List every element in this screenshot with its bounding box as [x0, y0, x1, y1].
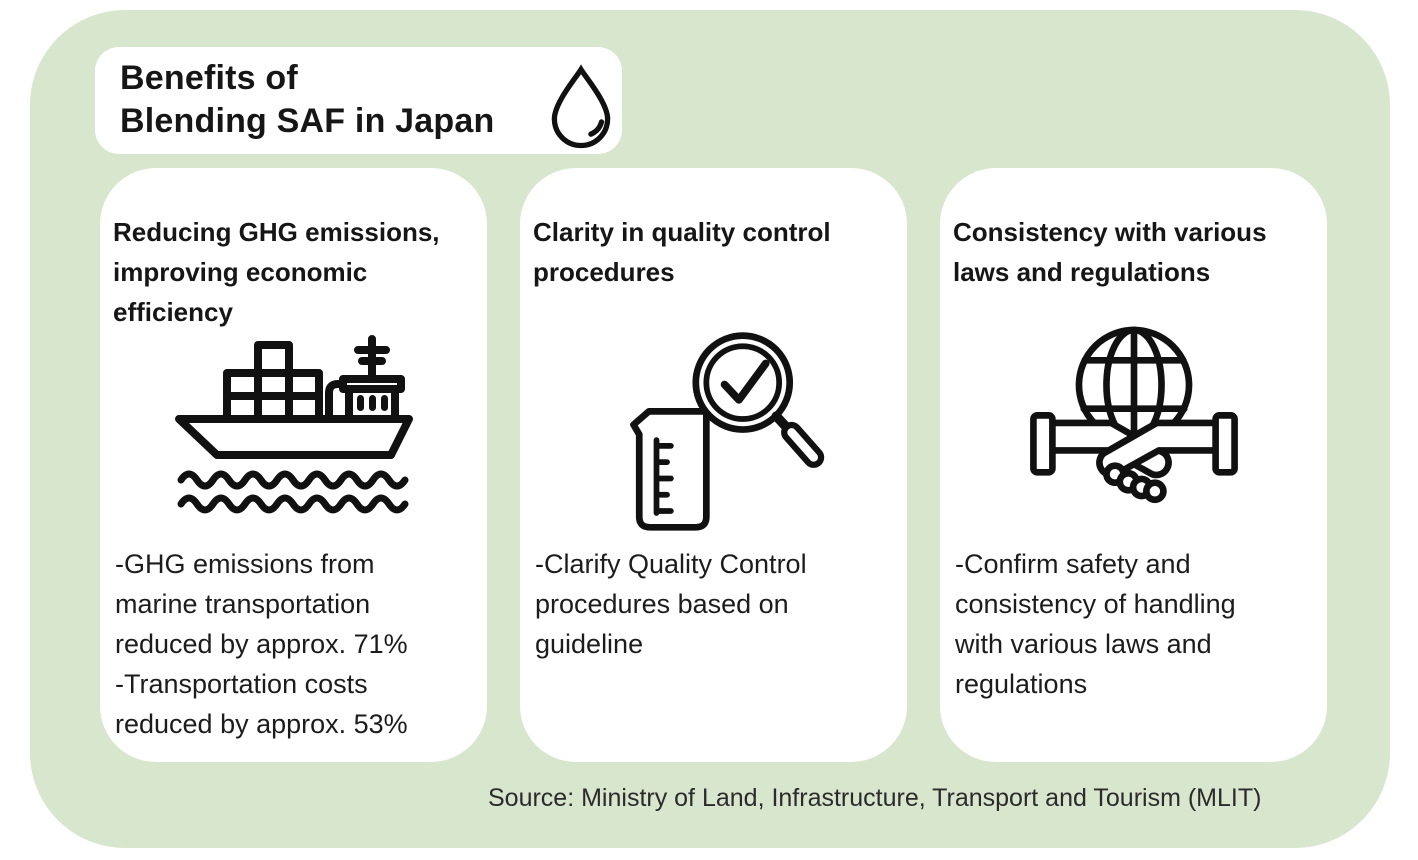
- card-body-text: -Clarify Quality Control procedures base…: [535, 549, 807, 659]
- title-card: Benefits of Blending SAF in Japan: [95, 47, 622, 154]
- card-body-text: -Confirm safety and consistency of handl…: [955, 549, 1236, 699]
- globe-handshake-icon: [1020, 311, 1248, 520]
- cargo-ship-icon: [169, 331, 419, 521]
- card-body-text: -GHG emissions from marine transportatio…: [115, 549, 408, 739]
- water-droplet-icon: [543, 63, 619, 154]
- page-title: Benefits of Blending SAF in Japan: [120, 59, 495, 140]
- infographic-panel: Benefits of Blending SAF in Japan Reduci…: [30, 10, 1390, 848]
- card-heading: Clarity in quality control procedures: [533, 217, 831, 287]
- magnifier-check-beaker-icon: [599, 323, 829, 544]
- benefit-card-ghg: Reducing GHG emissions, improving econom…: [100, 168, 487, 762]
- benefit-card-quality: Clarity in quality control procedures -C…: [520, 168, 907, 762]
- card-heading: Consistency with various laws and regula…: [953, 217, 1267, 287]
- card-heading: Reducing GHG emissions, improving econom…: [113, 217, 440, 327]
- benefit-card-laws: Consistency with various laws and regula…: [940, 168, 1327, 762]
- source-attribution: Source: Ministry of Land, Infrastructure…: [488, 784, 1262, 812]
